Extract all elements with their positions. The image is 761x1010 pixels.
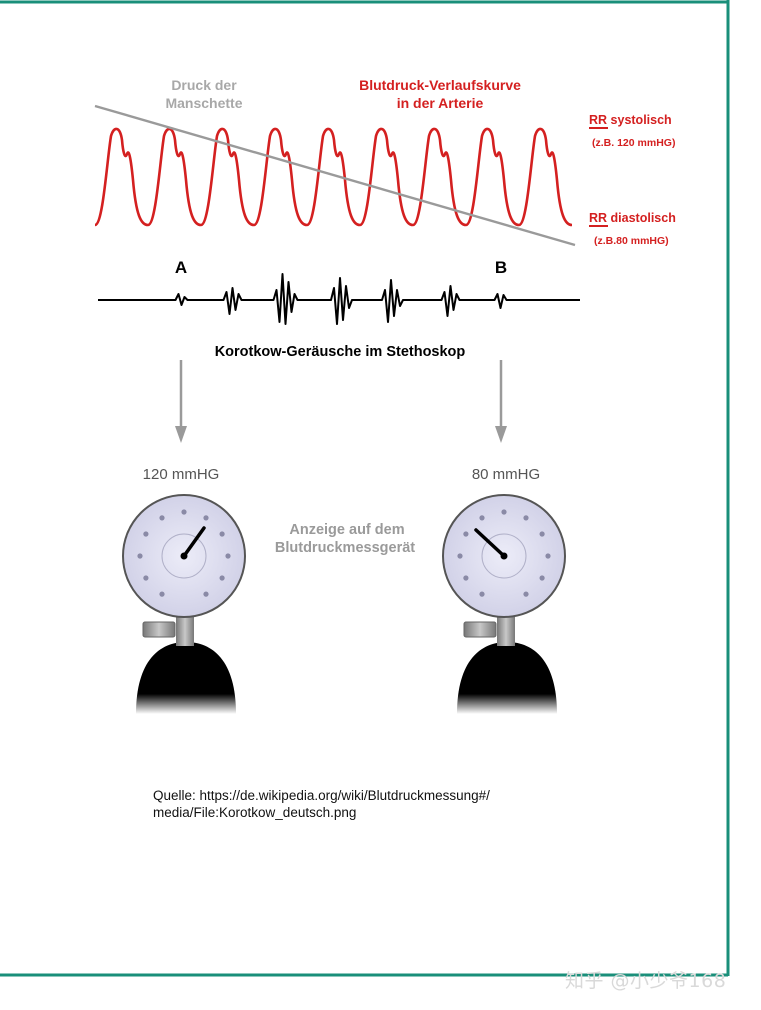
- gauge-right-value: 80 mmHG: [472, 466, 540, 483]
- diastolic-word: diastolisch: [607, 211, 676, 225]
- valve-icon: [463, 621, 497, 638]
- korotkow-sound-trace: [98, 273, 580, 325]
- down-arrow-icon: [495, 360, 507, 443]
- cuff-pressure-line: [94, 104, 576, 247]
- watermark: 知乎 @小少爷168: [565, 970, 727, 992]
- gauge-dial-dot: [545, 553, 551, 559]
- source-line-1: Quelle: https://de.wikipedia.org/wiki/Bl…: [153, 788, 490, 803]
- gauge-dial-dot: [219, 531, 225, 537]
- gauge-dial-dot: [143, 575, 149, 581]
- sounds-caption: Korotkow-Geräusche im Stethoskop: [215, 344, 466, 360]
- blood-pressure-curve: [93, 127, 573, 227]
- gauge-left-value: 120 mmHG: [143, 466, 220, 483]
- gauge-dial-dot: [539, 531, 545, 537]
- gauge-dial-dot: [137, 553, 143, 559]
- bulb-icon: [457, 642, 557, 714]
- systolic-label: RR systolisch: [589, 113, 672, 127]
- diastolic-label: RR diastolisch: [589, 211, 676, 225]
- pressure-gauge-icon: [122, 494, 246, 714]
- source-line-2: media/File:Korotkow_deutsch.png: [153, 805, 357, 820]
- gauge-dial-dot: [225, 553, 231, 559]
- gauge-dial-dot: [457, 553, 463, 559]
- gauge-dial-dot: [539, 575, 545, 581]
- gauge-dial-dot: [479, 515, 485, 521]
- down-arrow-icon: [175, 360, 187, 443]
- pressure-gauge-icon: [442, 494, 566, 714]
- gauge-dial-dot: [523, 591, 529, 597]
- gauge-dial-dot: [479, 591, 485, 597]
- curve-label-1: Blutdruck-Verlaufskurve: [359, 77, 521, 93]
- gauge-dial-dot: [463, 575, 469, 581]
- gauge-dial-dot: [181, 509, 187, 515]
- gauge-dial-dot: [203, 515, 209, 521]
- gauge-dial-dot: [143, 531, 149, 537]
- marker-a: A: [175, 258, 187, 277]
- display-caption-1: Anzeige auf dem: [289, 522, 404, 538]
- display-caption-2: Blutdruckmessgerät: [275, 540, 415, 556]
- cuff-pressure-label-1: Druck der: [171, 77, 237, 93]
- systolic-abbr: RR: [589, 113, 607, 127]
- systolic-example: (z.B. 120 mmHG): [592, 137, 675, 149]
- gauge-dial-dot: [523, 515, 529, 521]
- gauge-dial-dot: [219, 575, 225, 581]
- curve-label-2: in der Arterie: [397, 95, 484, 111]
- gauge-dial-dot: [203, 591, 209, 597]
- diastolic-abbr: RR: [589, 211, 607, 225]
- marker-b: B: [495, 258, 507, 277]
- bulb-icon: [136, 642, 236, 714]
- diastolic-example: (z.B.80 mmHG): [594, 235, 669, 247]
- systolic-word: systolisch: [607, 113, 672, 127]
- gauge-dial-dot: [463, 531, 469, 537]
- gauge-dial-dot: [159, 591, 165, 597]
- cuff-pressure-label-2: Manschette: [165, 95, 242, 111]
- gauge-dial-dot: [501, 509, 507, 515]
- gauge-dial-dot: [159, 515, 165, 521]
- valve-icon: [142, 621, 176, 638]
- source-citation: Quelle: https://de.wikipedia.org/wiki/Bl…: [153, 787, 573, 821]
